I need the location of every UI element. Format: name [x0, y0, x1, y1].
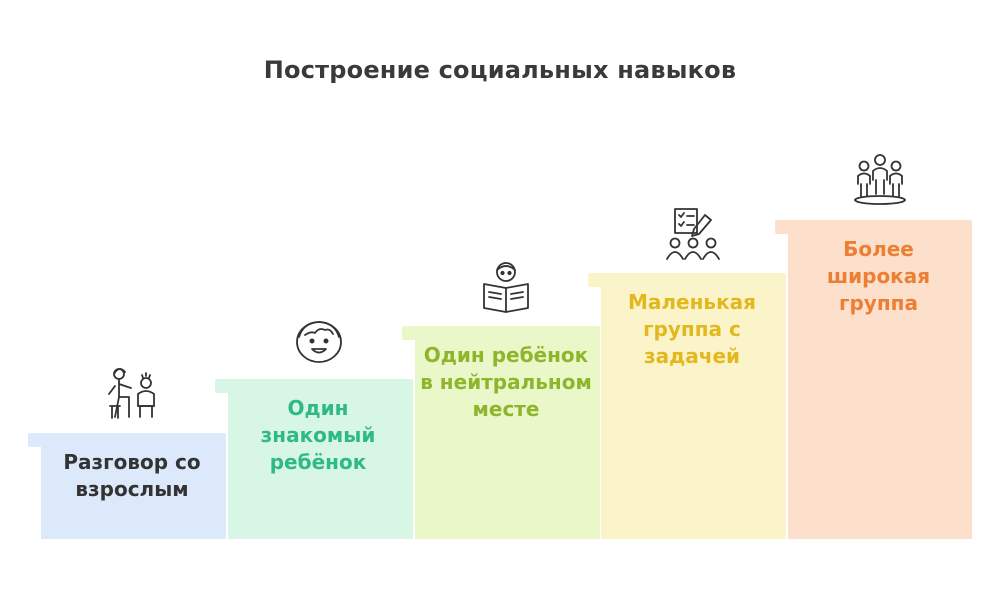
step-familiar: Один знакомый ребёнок: [215, 379, 413, 539]
step-label: Один знакомый ребёнок: [260, 396, 376, 474]
step-ledge: [215, 379, 413, 393]
step-wide-group: Более широкая группа: [775, 220, 972, 539]
step-ledge: [402, 326, 600, 340]
step-label: Более широкая группа: [826, 237, 931, 315]
step-ledge: [28, 433, 226, 447]
child-face-icon: [291, 313, 347, 369]
diagram-title: Построение социальных навыков: [263, 56, 737, 84]
step-ledge: [775, 220, 972, 234]
step-ledge: [588, 273, 786, 287]
step-face: [41, 445, 226, 539]
reading-child-icon: [478, 258, 534, 314]
step-label: Один ребёнок в нейтральном месте: [420, 343, 592, 421]
step-neutral: Один ребёнок в нейтральном месте: [402, 326, 600, 539]
step-face: [415, 338, 600, 539]
adult-child-icon: [104, 366, 160, 422]
step-face: [788, 232, 972, 539]
step-face: [601, 285, 786, 539]
group-task-icon: [665, 205, 721, 261]
step-label: Разговор со взрослым: [63, 450, 201, 501]
step-label: Маленькая группа с задачей: [628, 290, 756, 368]
crowd-icon: [852, 152, 908, 208]
step-adult: Разговор со взрослым: [28, 433, 226, 539]
step-face: [228, 391, 413, 539]
step-small-group: Маленькая группа с задачей: [588, 273, 786, 539]
